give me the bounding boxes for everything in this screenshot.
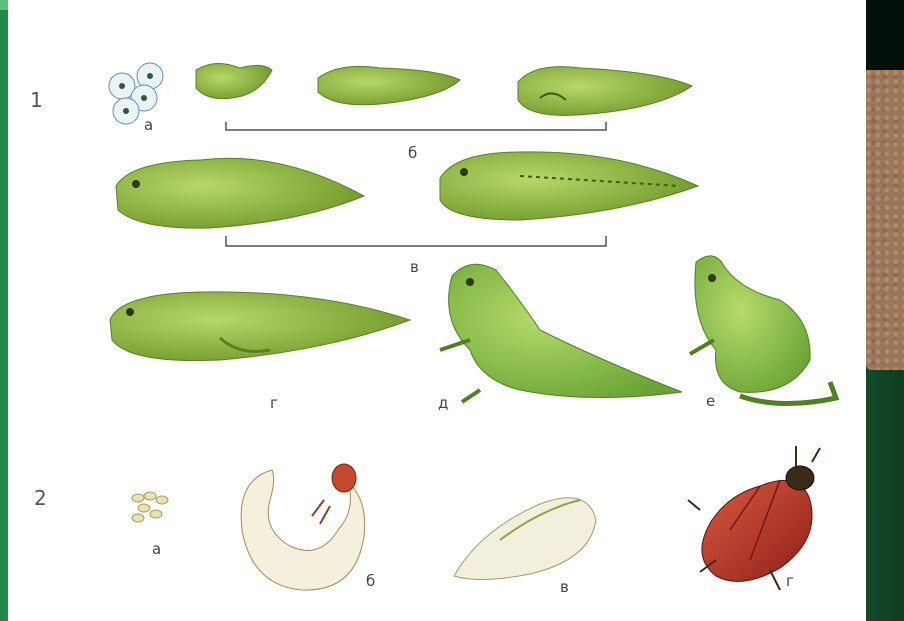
label-frog-d: д xyxy=(438,394,448,412)
beetle-larva xyxy=(241,464,365,590)
label-beetle-a: а xyxy=(152,540,161,558)
bracket-b xyxy=(226,122,606,130)
row-number-beetle: 2 xyxy=(34,486,47,510)
bracket-v xyxy=(226,236,606,246)
row-number-frog: 1 xyxy=(30,88,43,112)
label-frog-v: в xyxy=(410,258,419,276)
label-frog-a: а xyxy=(144,116,153,134)
tadpole-with-gills xyxy=(116,158,364,228)
tadpole-internal-gills xyxy=(440,152,698,220)
beetle-pupa xyxy=(454,498,596,580)
label-beetle-b: б xyxy=(366,572,375,590)
frog-eggs xyxy=(109,63,163,124)
embryo-stage-1 xyxy=(196,63,272,98)
tadpole-hind-legs xyxy=(110,292,410,361)
beetle-eggs xyxy=(132,492,168,522)
label-frog-g: г xyxy=(270,394,278,412)
young-frog xyxy=(690,256,836,404)
label-frog-b: б xyxy=(408,144,417,162)
label-beetle-g: г xyxy=(786,572,794,590)
embryo-stage-3 xyxy=(518,67,692,116)
adult-cockchafer xyxy=(688,446,820,590)
embryo-stage-2 xyxy=(318,66,460,104)
label-frog-e: е xyxy=(706,392,715,410)
froglet-with-tail xyxy=(440,264,682,402)
label-beetle-v: в xyxy=(560,578,569,596)
